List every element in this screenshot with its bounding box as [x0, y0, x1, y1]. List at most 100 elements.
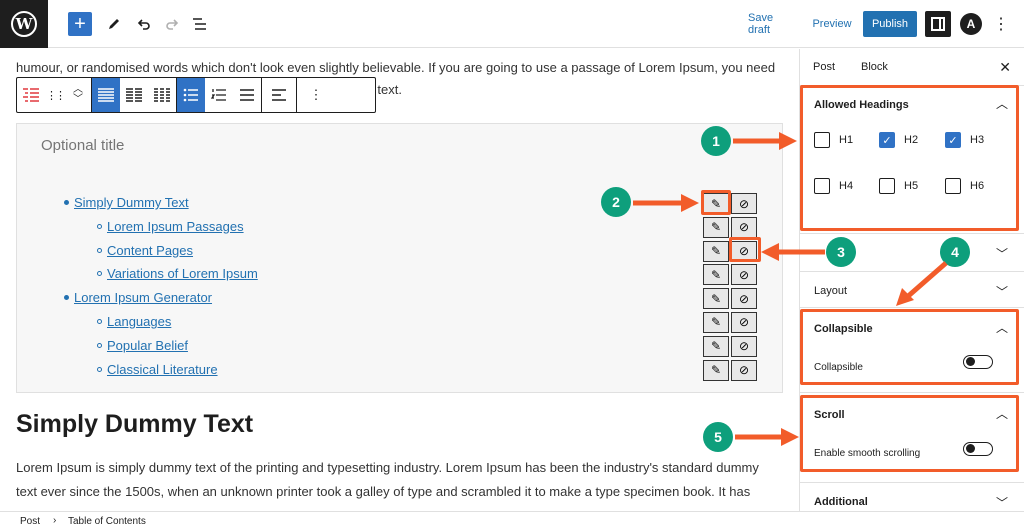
options-menu-button[interactable]: ⋮: [993, 10, 1009, 38]
chevron-up-icon[interactable]: ︿: [995, 407, 1008, 421]
redo-button[interactable]: [162, 10, 182, 38]
two-column-button[interactable]: [120, 78, 148, 112]
chevron-down-icon[interactable]: ﹀: [995, 247, 1008, 261]
add-block-button[interactable]: +: [68, 12, 92, 36]
block-mover-group: ⋮⋮ ︿ ﹀: [17, 78, 92, 112]
list-view-icon: [193, 18, 206, 30]
toc-link[interactable]: Content Pages: [107, 242, 194, 258]
chevron-up-icon[interactable]: ︿: [995, 321, 1008, 335]
smooth-scroll-toggle[interactable]: [963, 442, 993, 456]
toc-link[interactable]: Lorem Ipsum Generator: [74, 290, 213, 306]
one-column-button[interactable]: [92, 78, 120, 112]
checkbox-h2[interactable]: ✓: [879, 132, 895, 148]
paragraph-bottom[interactable]: Lorem Ipsum is simply dummy text of the …: [16, 456, 776, 504]
hide-heading-button[interactable]: ⊘: [731, 335, 757, 357]
toc-block-type-button[interactable]: [17, 78, 45, 112]
bullet: [97, 223, 102, 229]
list-style-group: [177, 78, 262, 112]
checkbox-h3[interactable]: ✓: [945, 132, 961, 148]
unordered-list-button[interactable]: [177, 78, 205, 112]
eye-slash-icon: ⊘: [738, 196, 750, 211]
pencil-icon: ✎: [710, 363, 722, 378]
pencil-icon: ✎: [710, 196, 722, 211]
settings-sidebar-toggle[interactable]: [925, 11, 951, 37]
eye-slash-icon: ⊘: [738, 363, 750, 378]
toc-link[interactable]: Languages: [107, 313, 172, 329]
editor-canvas: humour, or randomised words which don't …: [0, 49, 799, 511]
edit-heading-button[interactable]: ✎: [703, 240, 729, 262]
toc-item: Content Pages ✎ ⊘: [17, 240, 782, 264]
edit-heading-button[interactable]: ✎: [703, 335, 729, 357]
no-list-button[interactable]: [233, 78, 261, 112]
toc-link[interactable]: Simply Dummy Text: [74, 195, 189, 210]
paragraph-bottom-line-2: text ever since the 1500s, when an unkno…: [16, 484, 751, 499]
breadcrumb-toc[interactable]: Table of Contents: [68, 516, 146, 527]
edit-heading-button[interactable]: ✎: [703, 288, 729, 310]
collapsible-panel-title[interactable]: Collapsible: [814, 323, 873, 335]
ordered-list-button[interactable]: [205, 78, 233, 112]
highlight-allowed-headings: [800, 85, 1019, 231]
tools-button[interactable]: [104, 10, 124, 38]
divider: [800, 271, 1024, 272]
checkbox-h1[interactable]: [814, 132, 830, 148]
save-draft-button[interactable]: Save draft: [748, 12, 774, 36]
layout-panel-title[interactable]: Layout: [814, 285, 848, 297]
chevron-down-icon[interactable]: ﹀: [995, 496, 1008, 510]
annotation-5: 5: [703, 422, 733, 452]
hide-heading-button[interactable]: ⊘: [731, 193, 757, 214]
hide-heading-button[interactable]: ⊘: [731, 216, 757, 238]
sidebar-tabs: Post Block ✕: [800, 49, 1024, 85]
more-group: ⋮: [297, 78, 335, 112]
annotation-arrow-1: [733, 132, 797, 150]
edit-heading-button[interactable]: ✎: [703, 359, 729, 381]
hide-heading-button[interactable]: ⊘: [731, 264, 757, 286]
toc-optional-title[interactable]: Optional title: [41, 137, 125, 154]
checkbox-h5[interactable]: [879, 178, 895, 194]
align-button[interactable]: [262, 78, 296, 112]
additional-panel-title[interactable]: Additional: [814, 496, 868, 508]
checkbox-h4[interactable]: [814, 178, 830, 194]
close-sidebar-button[interactable]: ✕: [999, 59, 1011, 76]
undo-button[interactable]: [134, 10, 154, 38]
move-up-down-buttons[interactable]: ︿ ﹀: [65, 78, 91, 112]
post-heading[interactable]: Simply Dummy Text: [16, 410, 254, 438]
highlight-edit-button: [701, 190, 731, 215]
scroll-panel-title[interactable]: Scroll: [814, 409, 845, 421]
close-icon: ✕: [999, 59, 1011, 75]
publish-button[interactable]: Publish: [863, 11, 917, 37]
document-overview-button[interactable]: [190, 10, 210, 38]
tab-post[interactable]: Post: [813, 61, 836, 73]
toc-link[interactable]: Popular Belief: [107, 337, 188, 353]
allowed-headings-title[interactable]: Allowed Headings: [814, 99, 909, 111]
eye-slash-icon: ⊘: [738, 315, 750, 330]
table-of-contents-icon: [23, 88, 39, 102]
three-column-button[interactable]: [148, 78, 176, 112]
toc-link[interactable]: Lorem Ipsum Passages: [107, 218, 244, 234]
astra-settings-button[interactable]: A: [960, 13, 982, 35]
highlight-collapsible: [800, 309, 1019, 385]
edit-heading-button[interactable]: ✎: [703, 264, 729, 286]
preview-button[interactable]: Preview: [812, 18, 852, 30]
wordpress-logo[interactable]: W: [0, 0, 48, 48]
collapsible-toggle[interactable]: [963, 355, 993, 369]
sidebar-icon: [931, 17, 945, 31]
edit-heading-button[interactable]: ✎: [703, 216, 729, 238]
drag-handle[interactable]: ⋮⋮: [45, 78, 66, 112]
breadcrumb-post[interactable]: Post: [20, 516, 41, 527]
table-of-contents-block[interactable]: Optional title Simply Dummy Text ✎ ⊘ Lor…: [16, 123, 783, 393]
hide-heading-button[interactable]: ⊘: [731, 359, 757, 381]
edit-heading-button[interactable]: ✎: [703, 311, 729, 333]
hide-heading-button[interactable]: ⊘: [731, 288, 757, 310]
bullet-list-icon: [183, 88, 198, 102]
hide-heading-button[interactable]: ⊘: [731, 311, 757, 333]
tab-block[interactable]: Block: [861, 61, 888, 73]
pencil-icon: ✎: [710, 339, 722, 354]
block-options-button[interactable]: ⋮: [297, 78, 335, 112]
chevron-down-icon[interactable]: ﹀: [995, 285, 1008, 299]
chevron-up-icon[interactable]: ︿: [995, 97, 1008, 111]
breadcrumb-separator: ›: [53, 515, 57, 526]
toc-link[interactable]: Classical Literature: [107, 361, 218, 377]
checkbox-h6[interactable]: [945, 178, 961, 194]
toc-link[interactable]: Variations of Lorem Ipsum: [107, 266, 258, 282]
annotation-1: 1: [701, 126, 731, 156]
